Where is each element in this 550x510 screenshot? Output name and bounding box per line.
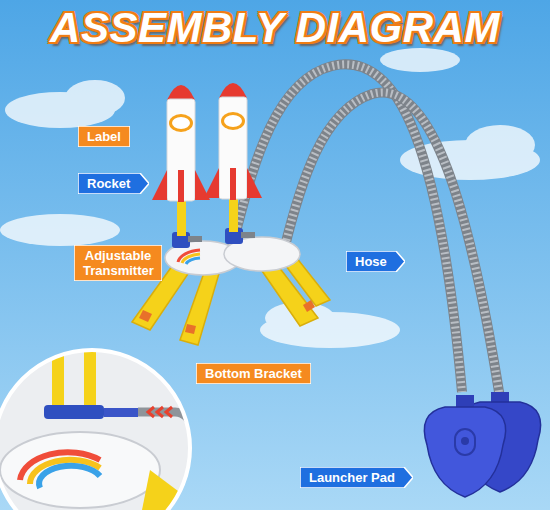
part-label: Launcher Pad xyxy=(300,467,413,488)
title: ASSEMBLY DIAGRAM xyxy=(0,4,550,52)
label-tag-fill xyxy=(74,245,162,281)
label-tag-fill xyxy=(196,363,311,384)
part-name: Launcher Pad xyxy=(309,470,395,485)
part-name: Bottom Bracket xyxy=(205,366,302,381)
label-tag-fill xyxy=(300,467,413,488)
part-label: Hose xyxy=(346,251,405,272)
leg-stripes xyxy=(139,300,315,334)
part-label: Bottom Bracket xyxy=(196,363,311,384)
part-name: Label xyxy=(87,129,121,144)
part-label: Rocket xyxy=(78,173,148,194)
part-name: Adjustable Transmitter xyxy=(83,248,153,278)
hose xyxy=(232,64,500,398)
insert-arrows xyxy=(148,407,172,417)
part-label: Adjustable Transmitter xyxy=(74,245,162,281)
rocket-1 xyxy=(152,85,210,236)
part-name: Hose xyxy=(355,254,387,269)
rocket-2 xyxy=(204,83,262,232)
label-tag-fill xyxy=(78,126,130,147)
launcher-pads xyxy=(424,392,540,497)
part-name: Rocket xyxy=(87,176,130,191)
label-tag-fill xyxy=(346,251,405,272)
part-label: Label xyxy=(78,126,130,147)
label-tag-fill xyxy=(78,173,149,194)
inset-detail xyxy=(0,340,196,510)
